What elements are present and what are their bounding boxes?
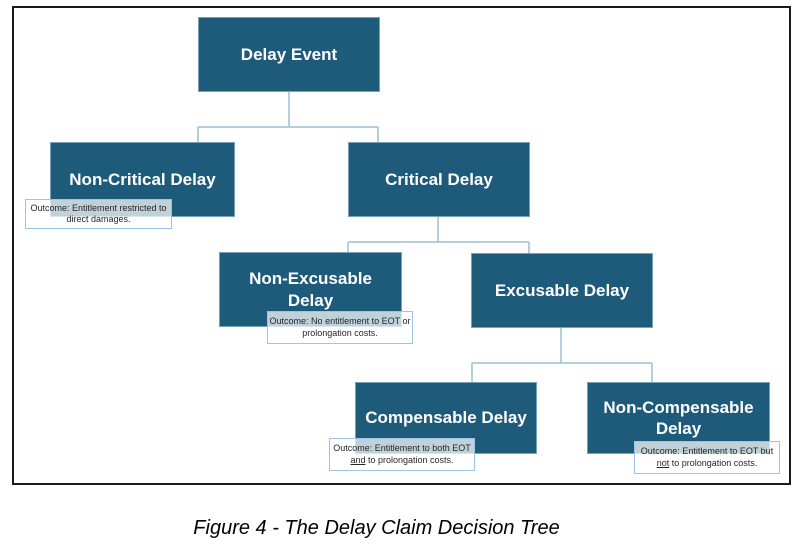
outcome-line: Outcome: Entitlement to both EOT — [333, 443, 471, 453]
node-excusable-delay: Excusable Delay — [471, 253, 653, 328]
node-compensable-delay-label: Compensable Delay — [365, 408, 527, 428]
outcome-line: direct damages. — [66, 214, 131, 224]
outcome-non-critical-delay: Outcome: Entitlement restricted to direc… — [25, 199, 172, 229]
figure-caption: Figure 4 - The Delay Claim Decision Tree — [193, 517, 560, 539]
node-non-excusable-delay-label: Non-Excusable Delay — [249, 269, 372, 310]
node-critical-delay-label: Critical Delay — [385, 169, 493, 189]
node-delay-event: Delay Event — [198, 17, 380, 92]
node-critical-delay: Critical Delay — [348, 142, 530, 217]
node-non-compensable-delay-label: Non-Compensable Delay — [603, 397, 754, 438]
outcome-non-excusable-delay: Outcome: No entitlement to EOT or prolon… — [267, 311, 413, 344]
node-delay-event-label: Delay Event — [240, 44, 338, 64]
outcome-line: Outcome: No entitlement to EOT or — [269, 316, 411, 326]
node-excusable-delay-label: Excusable Delay — [494, 280, 630, 300]
outcome-line: prolongation costs. — [302, 327, 378, 338]
outcome-compensable-delay: Outcome: Entitlement to both EOT and to … — [329, 438, 475, 471]
node-non-critical-delay-label: Non-Critical Delay — [69, 169, 216, 189]
outcome-line: not to prolongation costs. — [656, 457, 758, 468]
outcome-line: Outcome: Entitlement restricted to — [30, 202, 167, 213]
outcome-line: Outcome: Entitlement to EOT but — [640, 446, 774, 456]
outcome-non-compensable-delay: Outcome: Entitlement to EOT but not to p… — [634, 441, 780, 474]
outcome-line: and to prolongation costs. — [350, 454, 454, 465]
